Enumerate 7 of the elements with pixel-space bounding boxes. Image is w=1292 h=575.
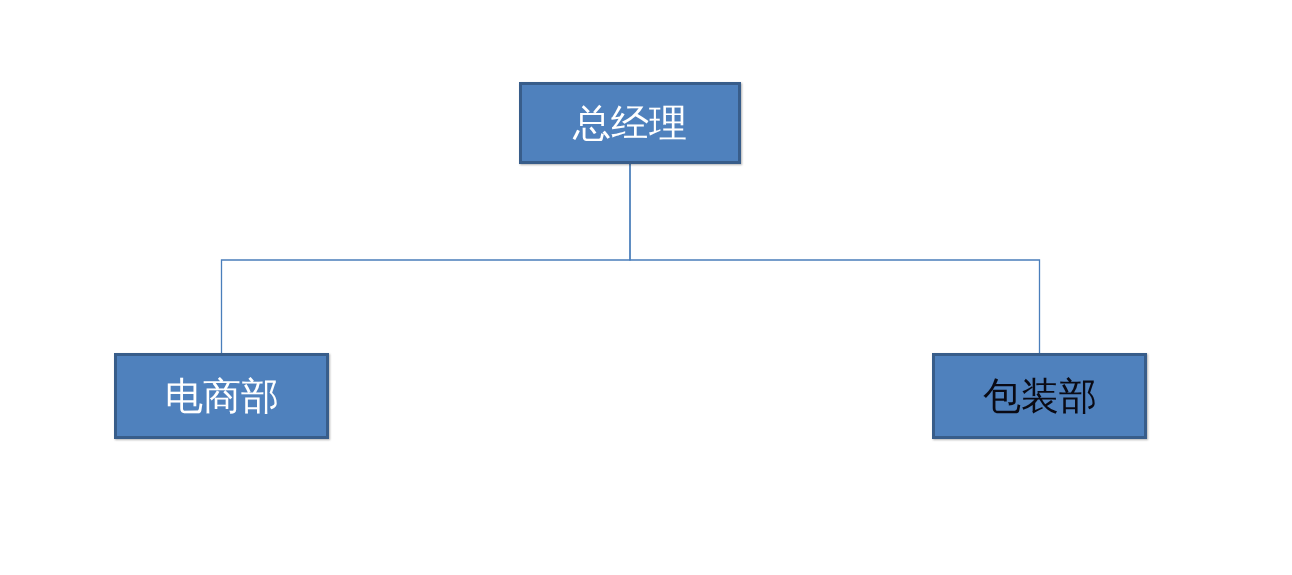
connector-line (629, 163, 1041, 354)
box-label: 总经理 (573, 104, 687, 142)
org-box (114, 353, 329, 439)
org-box (932, 353, 1147, 439)
box-label: 电商部 (164, 377, 279, 415)
org-box (519, 82, 741, 164)
box-label: 包装部 (982, 377, 1097, 415)
